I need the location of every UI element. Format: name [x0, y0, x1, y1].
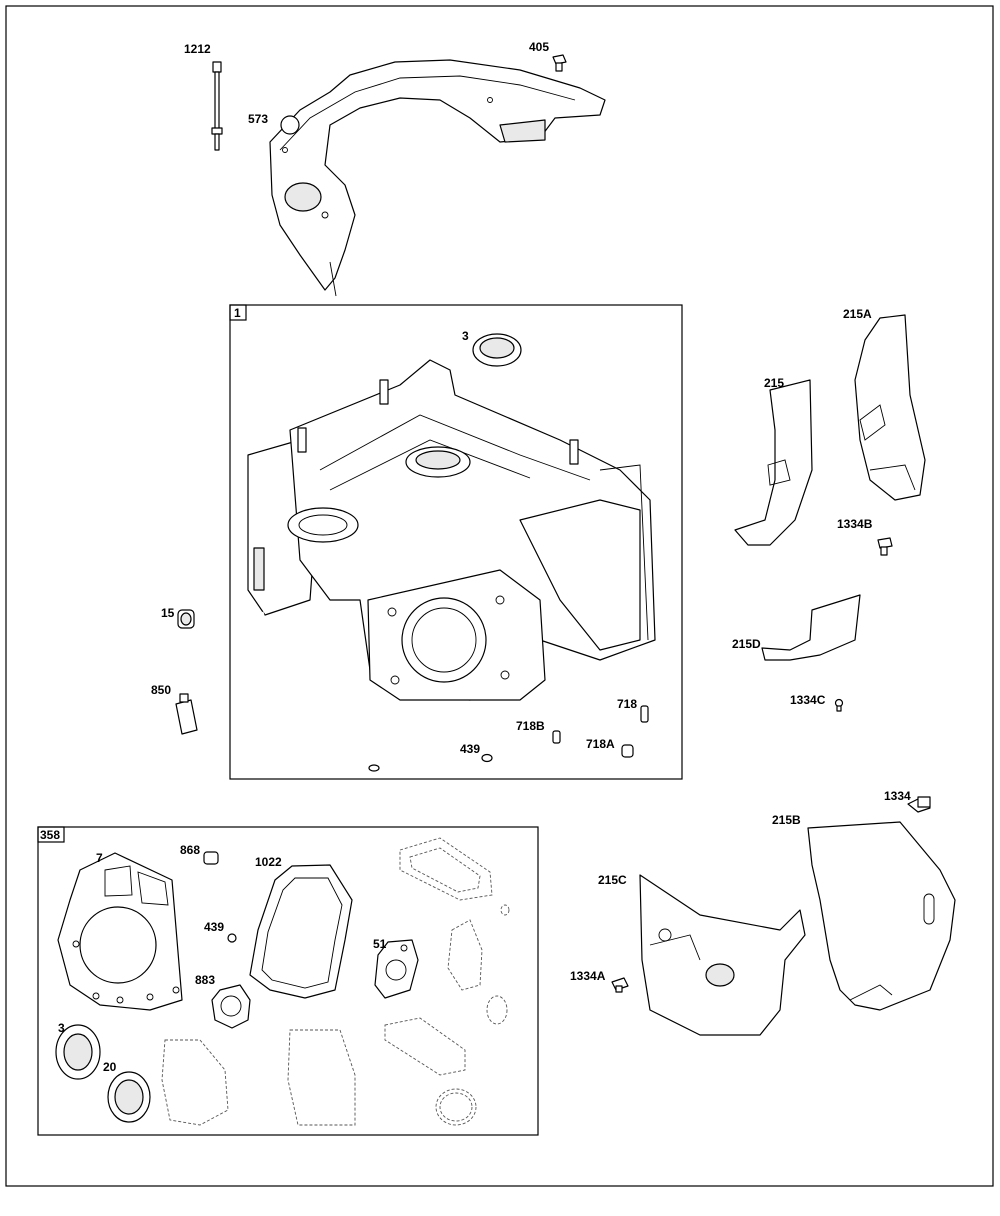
callout-1: 1 [234, 306, 241, 320]
part-718-dowel-pin[interactable] [640, 705, 649, 723]
part-1334-screw[interactable] [907, 796, 931, 813]
part-405-screw[interactable] [552, 54, 567, 72]
callout-718: 718 [617, 697, 637, 711]
callout-868: 868 [180, 843, 200, 857]
gasket-kit-tag [37, 826, 65, 843]
callout-15: 15 [161, 606, 175, 620]
callout-215D: 215D [732, 637, 761, 651]
callout-718B: 718B [516, 719, 545, 733]
callout-7: 7 [96, 851, 103, 865]
dashed-gasket-valve-bottom [161, 1039, 229, 1126]
callout-3-kit: 3 [58, 1021, 65, 1035]
callout-1334: 1334 [884, 789, 911, 803]
part-20-oil-seal[interactable] [107, 1071, 151, 1123]
callout-405: 405 [529, 40, 549, 54]
part-51-gasket[interactable] [374, 939, 419, 999]
part-439-kit-o-ring[interactable] [227, 933, 237, 943]
part-439-o-ring[interactable] [481, 753, 493, 763]
dashed-ring-large [435, 1088, 477, 1126]
dashed-gasket-exhaust-top [399, 837, 493, 901]
callout-439-kit: 439 [204, 920, 224, 934]
part-718B-dowel-pin[interactable] [552, 730, 561, 744]
callout-51: 51 [373, 937, 387, 951]
part-215B-cylinder-shield[interactable] [807, 821, 956, 1011]
callout-883: 883 [195, 973, 215, 987]
callout-850: 850 [151, 683, 171, 697]
dashed-gasket-square [287, 1029, 356, 1126]
part-573-housing-plate[interactable] [269, 59, 606, 297]
callout-1334C: 1334C [790, 693, 826, 707]
callout-1022: 1022 [255, 855, 282, 869]
dashed-gasket-carb [447, 919, 483, 991]
callout-215A: 215A [843, 307, 872, 321]
callout-439-top: 439 [460, 742, 480, 756]
part-215D-air-guide[interactable] [761, 594, 861, 661]
part-15-bushing[interactable] [177, 609, 195, 629]
part-3-kit-oil-seal[interactable] [55, 1024, 101, 1080]
part-1334C-screw[interactable] [834, 698, 844, 712]
short-block-box [229, 304, 683, 780]
part-215C-cylinder-shield[interactable] [639, 874, 806, 1036]
callout-1334A: 1334A [570, 969, 606, 983]
part-215A-air-guide[interactable] [854, 314, 926, 501]
part-883-gasket[interactable] [211, 984, 251, 1029]
callout-20: 20 [103, 1060, 117, 1074]
callout-1334B: 1334B [837, 517, 873, 531]
dashed-ring-oval [486, 995, 508, 1025]
part-1022-valve-cover-gasket[interactable] [249, 864, 353, 999]
part-1212-bolt[interactable] [211, 61, 223, 151]
part-1334A-screw[interactable] [611, 977, 629, 993]
callout-573: 573 [248, 112, 268, 126]
part-3-oil-seal[interactable] [472, 333, 522, 367]
gasket-kit-box [37, 826, 539, 1136]
part-7-head-gasket[interactable] [57, 852, 183, 1011]
dashed-gasket-exhaust-bottom [384, 1017, 466, 1076]
callout-3-top: 3 [462, 329, 469, 343]
short-block-tag [229, 304, 247, 321]
part-dipstick-tube[interactable] [260, 611, 380, 772]
part-215-air-guide[interactable] [734, 379, 813, 546]
part-718A-bushing[interactable] [621, 744, 634, 758]
diagram-frame [5, 5, 994, 1187]
part-850-sealant-tube[interactable] [175, 693, 198, 735]
callout-215B: 215B [772, 813, 801, 827]
callout-215C: 215C [598, 873, 627, 887]
part-1-cylinder-block[interactable] [247, 359, 656, 701]
part-868-seal[interactable] [203, 851, 219, 865]
dashed-ring-small [500, 904, 510, 916]
part-1334B-screw[interactable] [877, 537, 893, 556]
callout-358: 358 [40, 828, 60, 842]
callout-718A: 718A [586, 737, 615, 751]
callout-1212: 1212 [184, 42, 211, 56]
callout-215: 215 [764, 376, 784, 390]
